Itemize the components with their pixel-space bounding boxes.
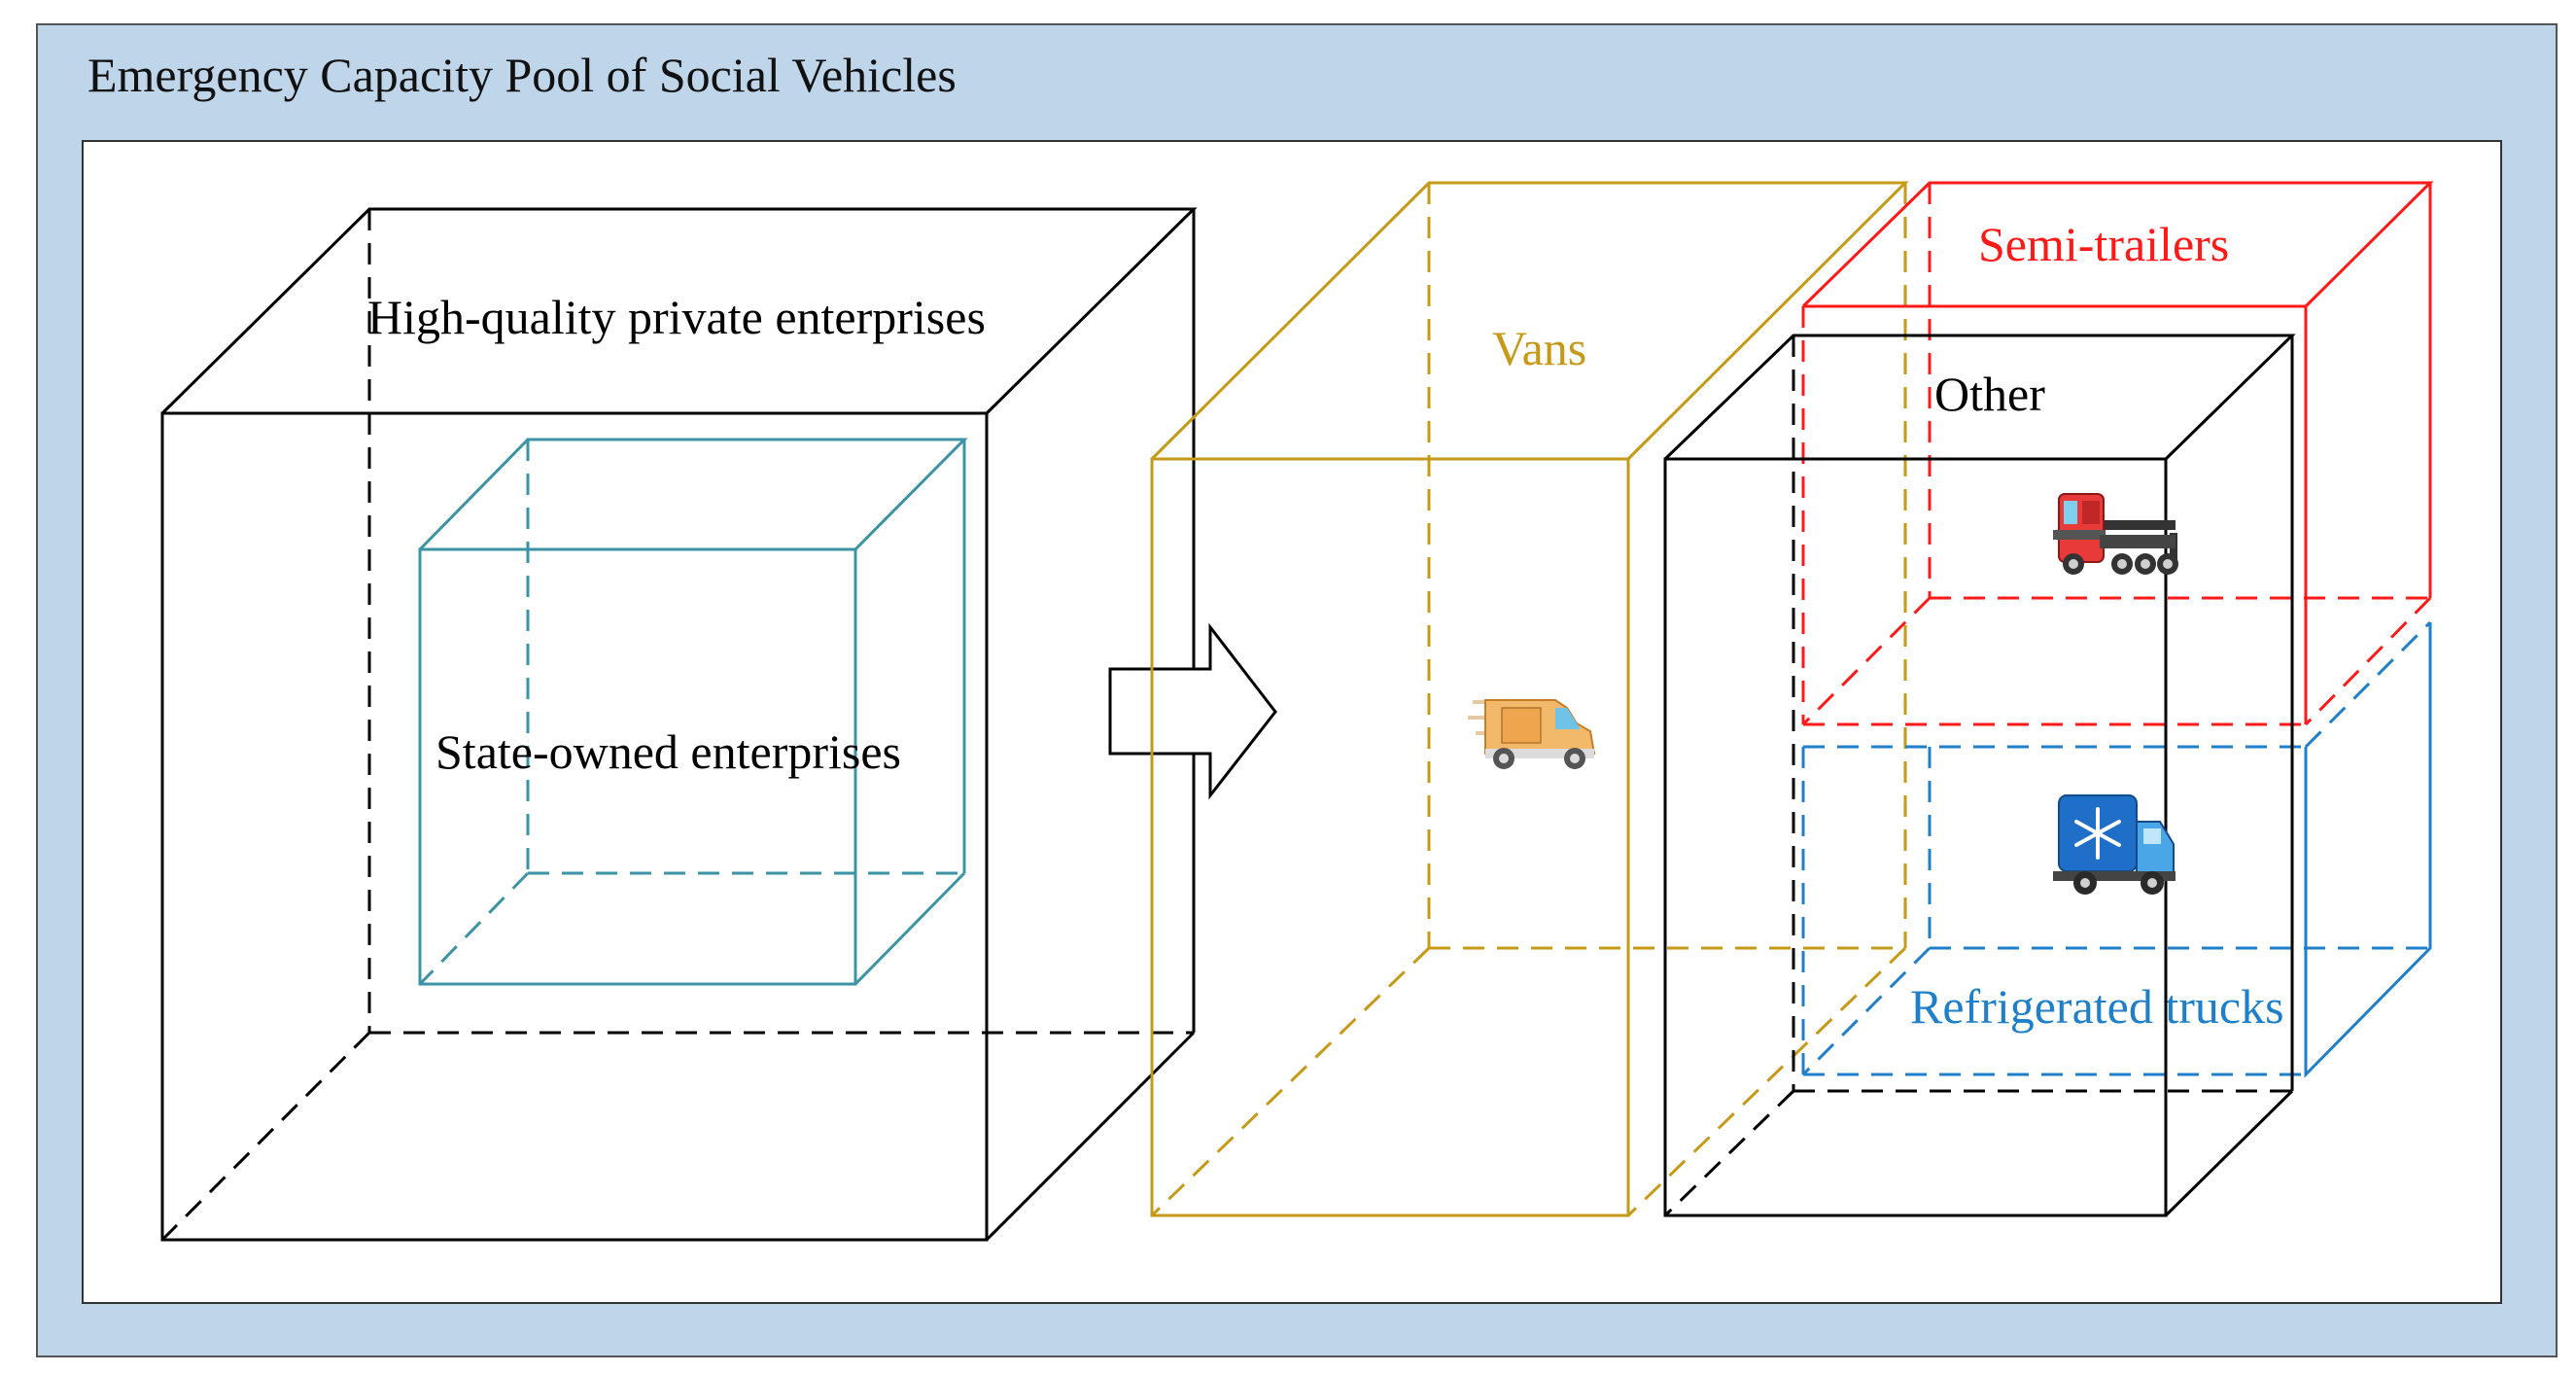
vans-label: Vans <box>1492 321 1586 375</box>
other-box <box>1663 334 2296 1217</box>
private-enterprises-label: High-quality private enterprises <box>367 290 986 344</box>
state-owned-label: State-owned enterprises <box>435 724 901 779</box>
state-owned-cube <box>418 438 968 986</box>
page-title: Emergency Capacity Pool of Social Vehicl… <box>87 48 957 102</box>
other-label: Other <box>1934 367 2045 421</box>
refrigerated-trucks-box <box>1801 620 2432 1078</box>
refrigerated-truck-icon <box>2053 794 2176 895</box>
semi-trailers-box <box>1801 181 2434 726</box>
van-icon <box>1468 699 1596 769</box>
semi-trailer-truck-icon <box>2053 493 2178 575</box>
semi-trailers-label: Semi-trailers <box>1978 217 2229 271</box>
refrigerated-trucks-label: Refrigerated trucks <box>1910 979 2284 1034</box>
vans-box <box>1150 181 1909 1217</box>
private-enterprises-cube <box>160 207 1198 1242</box>
